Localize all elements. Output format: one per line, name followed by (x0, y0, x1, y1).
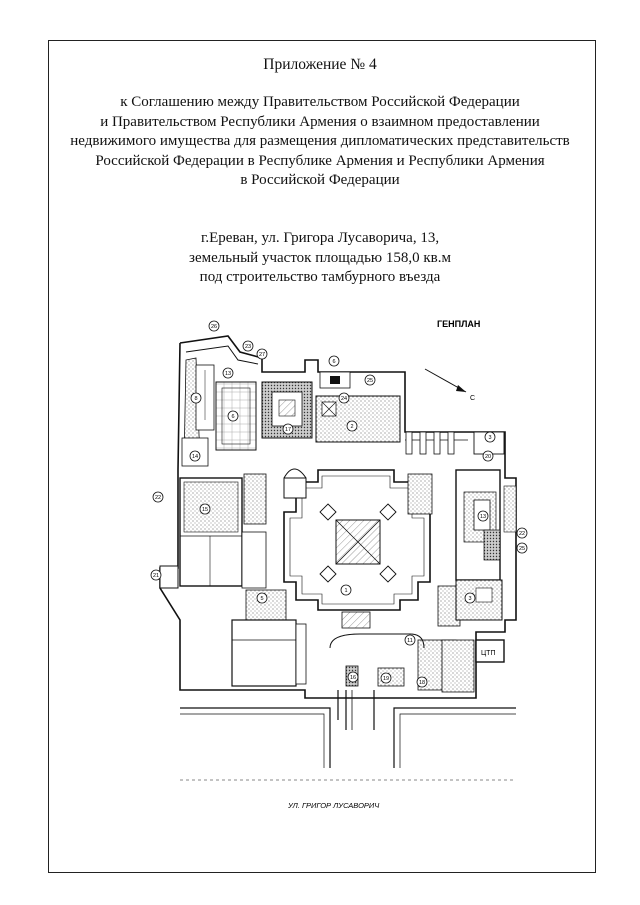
callout-marker: 18 (416, 676, 428, 688)
svg-text:11: 11 (407, 638, 413, 644)
agreement-line: и Правительством Республики Армения о вз… (100, 113, 540, 130)
agreement-line: в Российской Федерации (240, 172, 400, 188)
building-2 (315, 371, 401, 443)
main-building (283, 468, 431, 611)
svg-text:25: 25 (519, 546, 525, 552)
bottom-left-block (231, 619, 307, 687)
svg-text:23: 23 (245, 344, 251, 350)
agreement-title: к Соглашению между Правительством Россий… (0, 93, 640, 191)
callout-marker: 13 (222, 367, 234, 379)
building-13 (455, 469, 517, 621)
callout-marker: 25 (516, 542, 528, 554)
callout-marker: 6 (227, 410, 239, 422)
svg-text:22: 22 (519, 531, 525, 537)
callout-marker: 3 (484, 431, 496, 443)
address-line: под строительство тамбурного въезда (199, 269, 441, 285)
svg-text:27: 27 (259, 352, 265, 358)
site-boundary (159, 335, 517, 699)
address-block: г.Ереван, ул. Григора Лусаворича, 13, зе… (0, 229, 640, 288)
svg-text:3: 3 (468, 596, 471, 602)
callout-marker: 3 (464, 592, 476, 604)
ctp-building: ЦТП (475, 639, 505, 663)
svg-text:3: 3 (488, 435, 491, 441)
callout-marker: 24 (338, 392, 350, 404)
agreement-line: к Соглашению между Правительством Россий… (120, 94, 520, 110)
lawn-areas (243, 473, 475, 693)
building-14 (159, 477, 267, 589)
svg-text:21: 21 (153, 573, 159, 579)
callout-marker: 11 (404, 634, 416, 646)
plan-title: ГЕНПЛАН (437, 319, 480, 329)
svg-text:14: 14 (192, 454, 198, 460)
callout-marker: 19 (380, 672, 392, 684)
callout-marker: 14 (189, 450, 201, 462)
svg-text:16: 16 (350, 675, 356, 681)
svg-text:26: 26 (211, 324, 217, 330)
callout-marker: 2 (346, 420, 358, 432)
svg-text:18: 18 (419, 680, 425, 686)
agreement-line: недвижимого имущества для размещения дип… (70, 133, 570, 149)
callout-marker: 1 (340, 584, 352, 596)
svg-text:6: 6 (231, 414, 234, 420)
svg-text:С: С (470, 395, 475, 402)
svg-text:13: 13 (225, 371, 231, 377)
agreement-line: Российской Федерации в Республике Армени… (95, 152, 545, 169)
callout-marker: 13 (477, 510, 489, 522)
callout-marker: 22 (152, 491, 164, 503)
callout-marker: 26 (208, 320, 220, 332)
svg-text:13: 13 (480, 514, 486, 520)
svg-text:2: 2 (350, 424, 353, 430)
callout-marker: 20 (482, 450, 494, 462)
callout-marker: 27 (256, 348, 268, 360)
svg-text:ЦТП: ЦТП (481, 650, 496, 657)
svg-text:8: 8 (194, 396, 197, 402)
svg-text:22: 22 (155, 495, 161, 501)
address-line: г.Ереван, ул. Григора Лусаворича, 13, (200, 230, 440, 246)
svg-text:24: 24 (341, 396, 347, 402)
svg-text:5: 5 (260, 596, 263, 602)
svg-text:25: 25 (367, 378, 373, 384)
callout-marker: 23 (242, 340, 254, 352)
annex-title: Приложение № 4 (263, 56, 377, 73)
svg-text:19: 19 (383, 676, 389, 682)
svg-text:15: 15 (202, 507, 208, 513)
svg-text:6: 6 (332, 359, 335, 365)
callouts: 26 23 27 13 6 25 24 8 6 17 2 3 20 14 22 … (150, 320, 528, 688)
callout-marker: 16 (347, 671, 359, 683)
svg-text:1: 1 (344, 588, 347, 594)
street-edges (180, 707, 516, 781)
callout-marker: 8 (190, 392, 202, 404)
north-arrow-icon: С (424, 368, 475, 402)
callout-marker: 17 (282, 423, 294, 435)
building-6 (215, 381, 257, 451)
entrance-area (329, 611, 425, 730)
address-line: земельный участок площадью 158,0 кв.м (189, 249, 451, 266)
page-border (48, 40, 596, 873)
callout-marker: 6 (328, 355, 340, 367)
callout-marker: 21 (150, 569, 162, 581)
svg-text:17: 17 (285, 427, 291, 433)
callout-marker: 25 (364, 374, 376, 386)
svg-text:20: 20 (485, 454, 491, 460)
callout-marker: 15 (199, 503, 211, 515)
left-strip (181, 357, 215, 467)
street-label: УЛ. ГРИГОР ЛУСАВОРИЧ (287, 801, 380, 810)
callout-marker: 5 (256, 592, 268, 604)
callout-marker: 22 (516, 527, 528, 539)
